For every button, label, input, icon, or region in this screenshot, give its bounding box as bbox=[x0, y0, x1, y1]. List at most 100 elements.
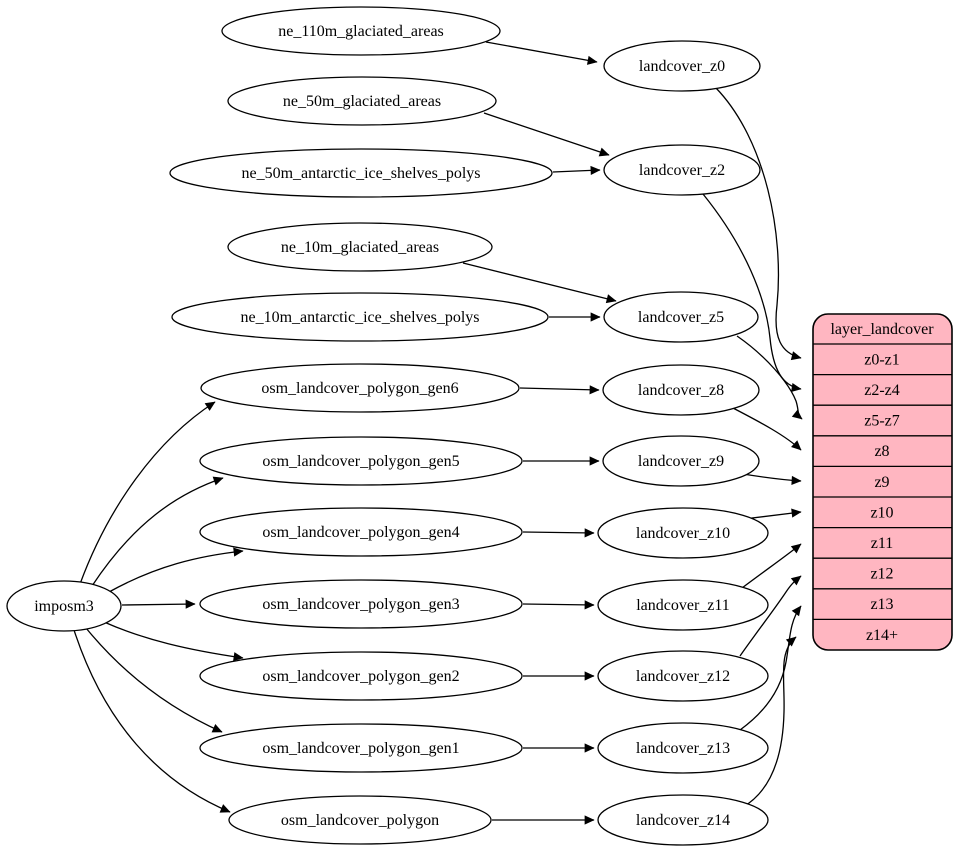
node-osm_landcover_polygon_gen2: osm_landcover_polygon_gen2 bbox=[199, 651, 523, 701]
node-imposm3: imposm3 bbox=[6, 580, 122, 632]
edge-imposm3-osm_landcover_polygon_gen4 bbox=[108, 547, 244, 593]
node-landcover_z12: landcover_z12 bbox=[597, 650, 769, 702]
edge-landcover_z13-row-z13 bbox=[739, 605, 802, 731]
edge-ne_110m_glaciated_areas-landcover_z0 bbox=[485, 41, 598, 65]
node-osm_landcover_polygon_gen2-label: osm_landcover_polygon_gen2 bbox=[262, 668, 459, 685]
node-landcover_z9: landcover_z9 bbox=[602, 435, 760, 487]
node-ne_10m_antarctic_ice_shelves_polys-shape bbox=[171, 292, 549, 342]
node-osm_landcover_polygon_gen6: osm_landcover_polygon_gen6 bbox=[200, 363, 520, 413]
node-ne_110m_glaciated_areas-shape bbox=[221, 6, 501, 56]
node-landcover_z9-label: landcover_z9 bbox=[638, 453, 724, 470]
node-osm_landcover_polygon_gen4-shape bbox=[199, 507, 523, 557]
node-imposm3-label: imposm3 bbox=[34, 598, 94, 615]
node-landcover_z13: landcover_z13 bbox=[597, 722, 769, 774]
node-ne_50m_glaciated_areas-label: ne_50m_glaciated_areas bbox=[283, 93, 441, 110]
node-landcover_z2-label: landcover_z2 bbox=[639, 162, 725, 179]
record-row-z10: z10 bbox=[870, 505, 893, 522]
record-row-z5-z7: z5-z7 bbox=[864, 413, 900, 430]
node-imposm3-shape bbox=[6, 580, 122, 632]
node-ne_50m_antarctic_ice_shelves_polys-label: ne_50m_antarctic_ice_shelves_polys bbox=[241, 165, 480, 182]
edge-ne_50m_antarctic_ice_shelves_polys-landcover_z2 bbox=[552, 165, 601, 175]
node-landcover_z14-label: landcover_z14 bbox=[636, 812, 730, 829]
node-landcover_z0-label: landcover_z0 bbox=[639, 58, 725, 75]
edge-imposm3-osm_landcover_polygon_gen5 bbox=[91, 476, 224, 587]
node-osm_landcover_polygon_gen6-shape bbox=[200, 363, 520, 413]
edge-landcover_z2-row-z2-z4 bbox=[702, 193, 802, 393]
node-osm_landcover_polygon_gen5-label: osm_landcover_polygon_gen5 bbox=[262, 453, 459, 470]
edge-landcover_z0-row-z0-z1 bbox=[715, 87, 802, 361]
record-row-z0-z1: z0-z1 bbox=[864, 352, 900, 369]
node-landcover_z5: landcover_z5 bbox=[603, 291, 759, 343]
node-osm_landcover_polygon_gen1: osm_landcover_polygon_gen1 bbox=[199, 723, 523, 773]
edge-osm_landcover_polygon_gen3-landcover_z11 bbox=[522, 600, 595, 610]
node-ne_110m_glaciated_areas-label: ne_110m_glaciated_areas bbox=[278, 23, 444, 40]
record-row-z14plus: z14+ bbox=[866, 627, 898, 644]
node-osm_landcover_polygon_gen5-shape bbox=[199, 436, 523, 486]
node-landcover_z14: landcover_z14 bbox=[597, 794, 769, 846]
node-osm_landcover_polygon_gen6-label: osm_landcover_polygon_gen6 bbox=[261, 380, 458, 397]
record-title: layer_landcover bbox=[830, 321, 934, 338]
node-landcover_z2-shape bbox=[603, 144, 761, 196]
node-osm_landcover_polygon: osm_landcover_polygon bbox=[228, 795, 492, 845]
record-row-z2-z4: z2-z4 bbox=[864, 382, 900, 399]
edge-ne_50m_glaciated_areas-landcover_z2 bbox=[483, 112, 610, 157]
node-landcover_z0: landcover_z0 bbox=[603, 40, 761, 92]
node-osm_landcover_polygon_gen5: osm_landcover_polygon_gen5 bbox=[199, 436, 523, 486]
node-osm_landcover_polygon_gen3-shape bbox=[199, 579, 523, 629]
node-osm_landcover_polygon_gen1-label: osm_landcover_polygon_gen1 bbox=[262, 740, 459, 757]
node-ne_50m_antarctic_ice_shelves_polys-shape bbox=[169, 148, 553, 198]
node-landcover_z10-shape bbox=[597, 507, 769, 559]
node-landcover_z8-label: landcover_z8 bbox=[638, 382, 724, 399]
node-landcover_z13-shape bbox=[597, 722, 769, 774]
node-ne_110m_glaciated_areas: ne_110m_glaciated_areas bbox=[221, 6, 501, 56]
node-ne_10m_glaciated_areas-shape bbox=[227, 222, 493, 272]
node-osm_landcover_polygon_gen3-label: osm_landcover_polygon_gen3 bbox=[262, 596, 459, 613]
edge-imposm3-osm_landcover_polygon_gen2 bbox=[103, 621, 244, 662]
node-osm_landcover_polygon_gen3: osm_landcover_polygon_gen3 bbox=[199, 579, 523, 629]
node-landcover_z13-label: landcover_z13 bbox=[636, 740, 730, 757]
node-landcover_z11: landcover_z11 bbox=[597, 579, 769, 631]
record-row-z12: z12 bbox=[870, 566, 893, 583]
edge-landcover_z12-row-z12 bbox=[739, 575, 802, 657]
edge-imposm3-osm_landcover_polygon_gen6 bbox=[79, 401, 216, 585]
edge-landcover_z14-row-z14plus bbox=[742, 636, 797, 808]
record-row-z11: z11 bbox=[871, 535, 894, 552]
edge-imposm3-osm_landcover_polygon bbox=[73, 629, 231, 813]
edge-landcover_z11-row-z11 bbox=[741, 543, 802, 589]
node-ne_10m_antarctic_ice_shelves_polys-label: ne_10m_antarctic_ice_shelves_polys bbox=[240, 309, 479, 326]
node-landcover_z10: landcover_z10 bbox=[597, 507, 769, 559]
edge-imposm3-osm_landcover_polygon_gen3 bbox=[121, 599, 196, 609]
node-ne_50m_antarctic_ice_shelves_polys: ne_50m_antarctic_ice_shelves_polys bbox=[169, 148, 553, 198]
edge-ne_10m_glaciated_areas-landcover_z5 bbox=[462, 262, 617, 304]
node-osm_landcover_polygon_gen1-shape bbox=[199, 723, 523, 773]
node-landcover_z11-label: landcover_z11 bbox=[636, 597, 730, 614]
node-landcover_z12-shape bbox=[597, 650, 769, 702]
record-layer_landcover-box bbox=[812, 313, 953, 651]
node-landcover_z10-label: landcover_z10 bbox=[636, 525, 730, 542]
node-landcover_z0-shape bbox=[603, 40, 761, 92]
record-row-z13: z13 bbox=[870, 596, 893, 613]
node-landcover_z2: landcover_z2 bbox=[603, 144, 761, 196]
node-landcover_z5-label: landcover_z5 bbox=[638, 309, 724, 326]
node-landcover_z14-shape bbox=[597, 794, 769, 846]
record-layer_landcover: layer_landcover z0-z1 z2-z4 z5-z7 z8 z9 … bbox=[812, 313, 953, 651]
edge-osm_landcover_polygon_gen6-landcover_z8 bbox=[519, 385, 600, 395]
node-landcover_z9-shape bbox=[602, 435, 760, 487]
node-osm_landcover_polygon_gen2-shape bbox=[199, 651, 523, 701]
node-ne_50m_glaciated_areas-shape bbox=[227, 76, 497, 126]
edge-landcover_z9-row-z9 bbox=[742, 473, 802, 485]
edge-osm_landcover_polygon_gen4-landcover_z10 bbox=[522, 528, 595, 538]
node-landcover_z8: landcover_z8 bbox=[602, 364, 760, 416]
node-ne_50m_glaciated_areas: ne_50m_glaciated_areas bbox=[227, 76, 497, 126]
record-row-z8: z8 bbox=[874, 443, 889, 460]
node-ne_10m_antarctic_ice_shelves_polys: ne_10m_antarctic_ice_shelves_polys bbox=[171, 292, 549, 342]
node-osm_landcover_polygon-shape bbox=[228, 795, 492, 845]
edge-landcover_z8-row-z8 bbox=[730, 406, 802, 451]
edge-landcover_z5-row-z5-z7 bbox=[736, 335, 803, 420]
record-row-z9: z9 bbox=[874, 474, 889, 491]
node-osm_landcover_polygon_gen4: osm_landcover_polygon_gen4 bbox=[199, 507, 523, 557]
node-ne_10m_glaciated_areas-label: ne_10m_glaciated_areas bbox=[281, 239, 439, 256]
edges-layer bbox=[73, 41, 803, 825]
